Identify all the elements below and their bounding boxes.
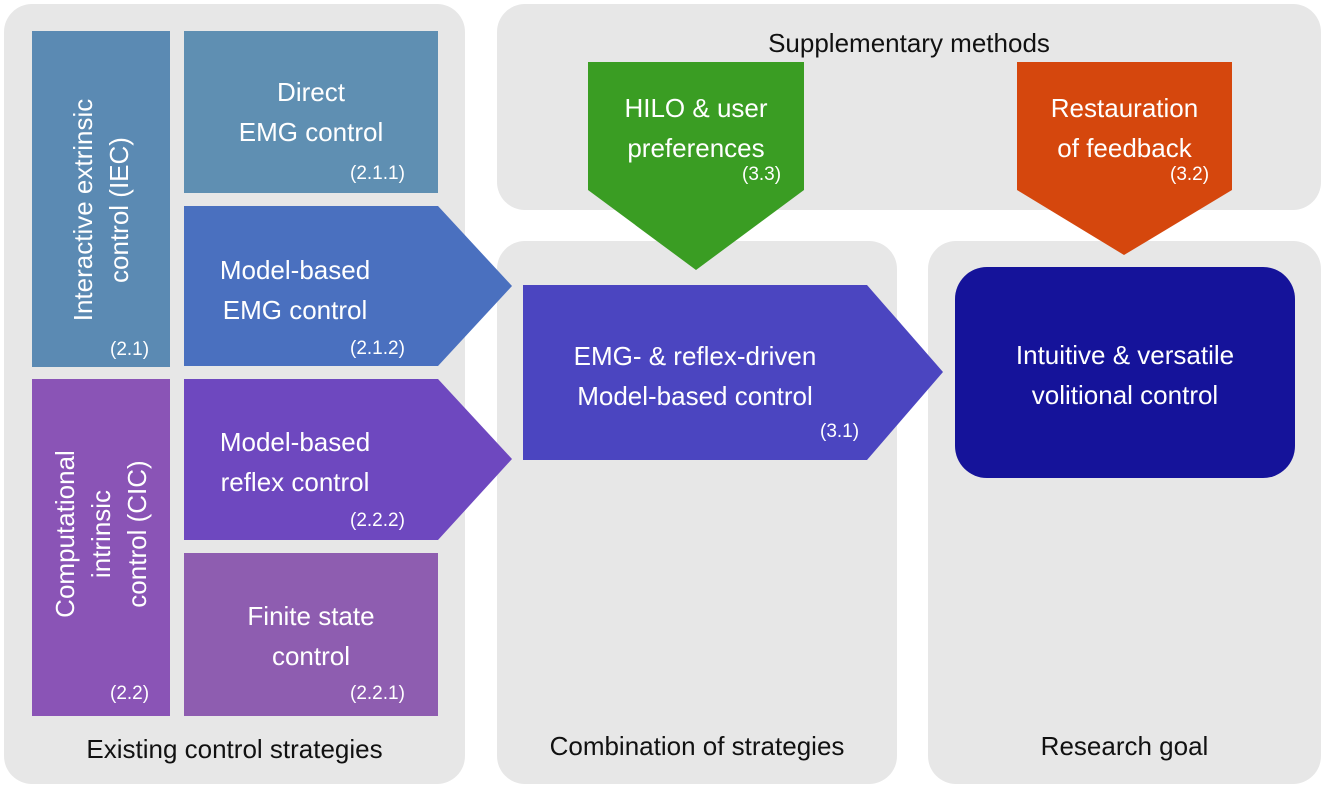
model-emg-arrow [184,206,512,366]
cic-label-line1: Computational [50,450,80,618]
cic-block [32,379,170,716]
model-emg-line1: Model-based [219,255,371,285]
feedback-line1: Restauration [1050,93,1199,123]
cic-label-line3: control (CIC) [122,460,152,608]
model-reflex-arrow [184,379,512,540]
panel-title-supplementary: Supplementary methods [768,28,1050,58]
combined-line2: Model-based control [577,381,813,411]
combined-label: EMG- & reflex-driven Model-based control [523,336,867,416]
hilo-number: (3.3) [742,164,782,185]
iec-label: Interactive extrinsic control (IEC) [65,50,137,370]
model-emg-line2: EMG control [222,295,368,325]
iec-label-line1: Interactive extrinsic [68,98,98,322]
combined-line1: EMG- & reflex-driven [573,341,817,371]
finite-state-label: Finite state control [184,596,438,676]
iec-block [32,31,170,367]
feedback-label: Restauration of feedback [1017,88,1232,168]
research-goal-line2: volitional control [1031,380,1219,410]
panel-title-existing: Existing control strategies [86,734,383,764]
direct-emg-line2: EMG control [238,117,384,147]
research-goal-line1: Intuitive & versatile [1015,340,1235,370]
finite-state-number: (2.2.1) [350,683,405,704]
cic-label: Computational intrinsic control (CIC) [47,384,155,684]
iec-label-line2: control (IEC) [104,137,134,283]
hilo-label: HILO & user preferences [588,88,804,168]
panel-title-research: Research goal [1040,731,1209,761]
combined-control-arrow [523,285,943,460]
panel-title-combination: Combination of strategies [549,731,845,761]
model-emg-label: Model-based EMG control [184,250,406,330]
direct-emg-number: (2.1.1) [350,163,405,184]
direct-emg-block [184,31,438,193]
feedback-number: (3.2) [1170,164,1210,185]
iec-number: (2.1) [110,339,150,360]
hilo-line2: preferences [627,133,765,163]
combined-number: (3.1) [820,421,860,442]
cic-label-line2: intrinsic [86,489,116,579]
hilo-line1: HILO & user [624,93,768,123]
finite-state-block [184,553,438,716]
finite-state-line2: control [271,641,351,671]
direct-emg-label: Direct EMG control [184,72,438,152]
model-emg-number: (2.1.2) [350,338,405,359]
feedback-arrow [1017,62,1232,255]
research-goal-box [955,267,1295,478]
hilo-arrow [588,62,804,270]
model-reflex-number: (2.2.2) [350,510,405,531]
model-reflex-line1: Model-based [219,427,371,457]
direct-emg-line1: Direct [277,77,345,107]
model-reflex-label: Model-based reflex control [184,422,406,502]
model-reflex-line2: reflex control [220,467,370,497]
finite-state-line1: Finite state [247,601,375,631]
feedback-line2: of feedback [1057,133,1192,163]
cic-number: (2.2) [110,683,150,704]
research-goal-label: Intuitive & versatile volitional control [955,335,1295,415]
